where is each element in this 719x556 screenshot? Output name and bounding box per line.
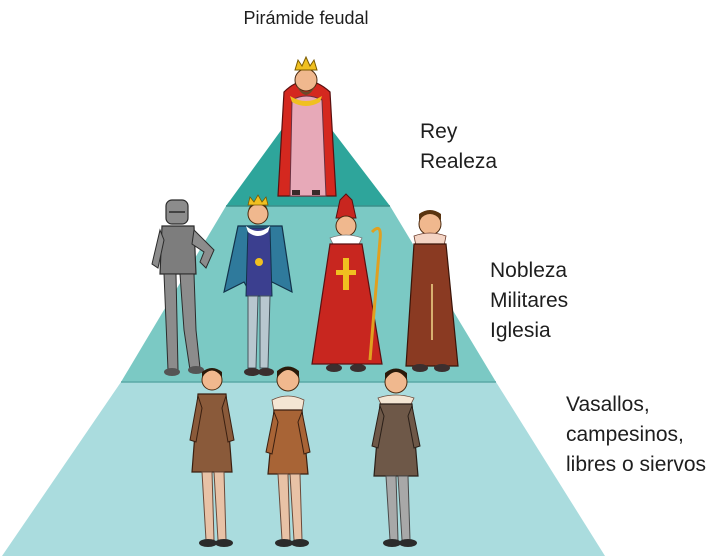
monk-figure (405, 210, 459, 372)
tier-label-line: Vasallos, (566, 393, 650, 416)
tier-label-line: Rey (420, 120, 458, 143)
bishop-figure (311, 193, 383, 372)
peasant-figure (371, 368, 421, 547)
king-figure (277, 55, 337, 197)
tier-label-line: Nobleza (490, 259, 568, 282)
tier-label-line: Realeza (420, 150, 498, 173)
knight-figure (151, 199, 215, 376)
peasant-figure (189, 368, 235, 547)
prince-figure (223, 194, 293, 376)
tier-label-line: campesinos, (566, 423, 684, 446)
tier-middle (121, 206, 496, 382)
tier-label-line: Iglesia (490, 319, 551, 342)
diagram-title: Pirámide feudal (243, 8, 369, 28)
tier-middle-label: Nobleza Militares Iglesia (490, 256, 568, 346)
peasant-figure (265, 366, 311, 547)
tier-bottom-label: Vasallos, campesinos, libres o siervos (566, 390, 706, 480)
tier-top-label: Rey Realeza (420, 117, 497, 177)
tier-label-line: libres o siervos (566, 453, 707, 476)
tier-label-line: Militares (490, 289, 569, 312)
